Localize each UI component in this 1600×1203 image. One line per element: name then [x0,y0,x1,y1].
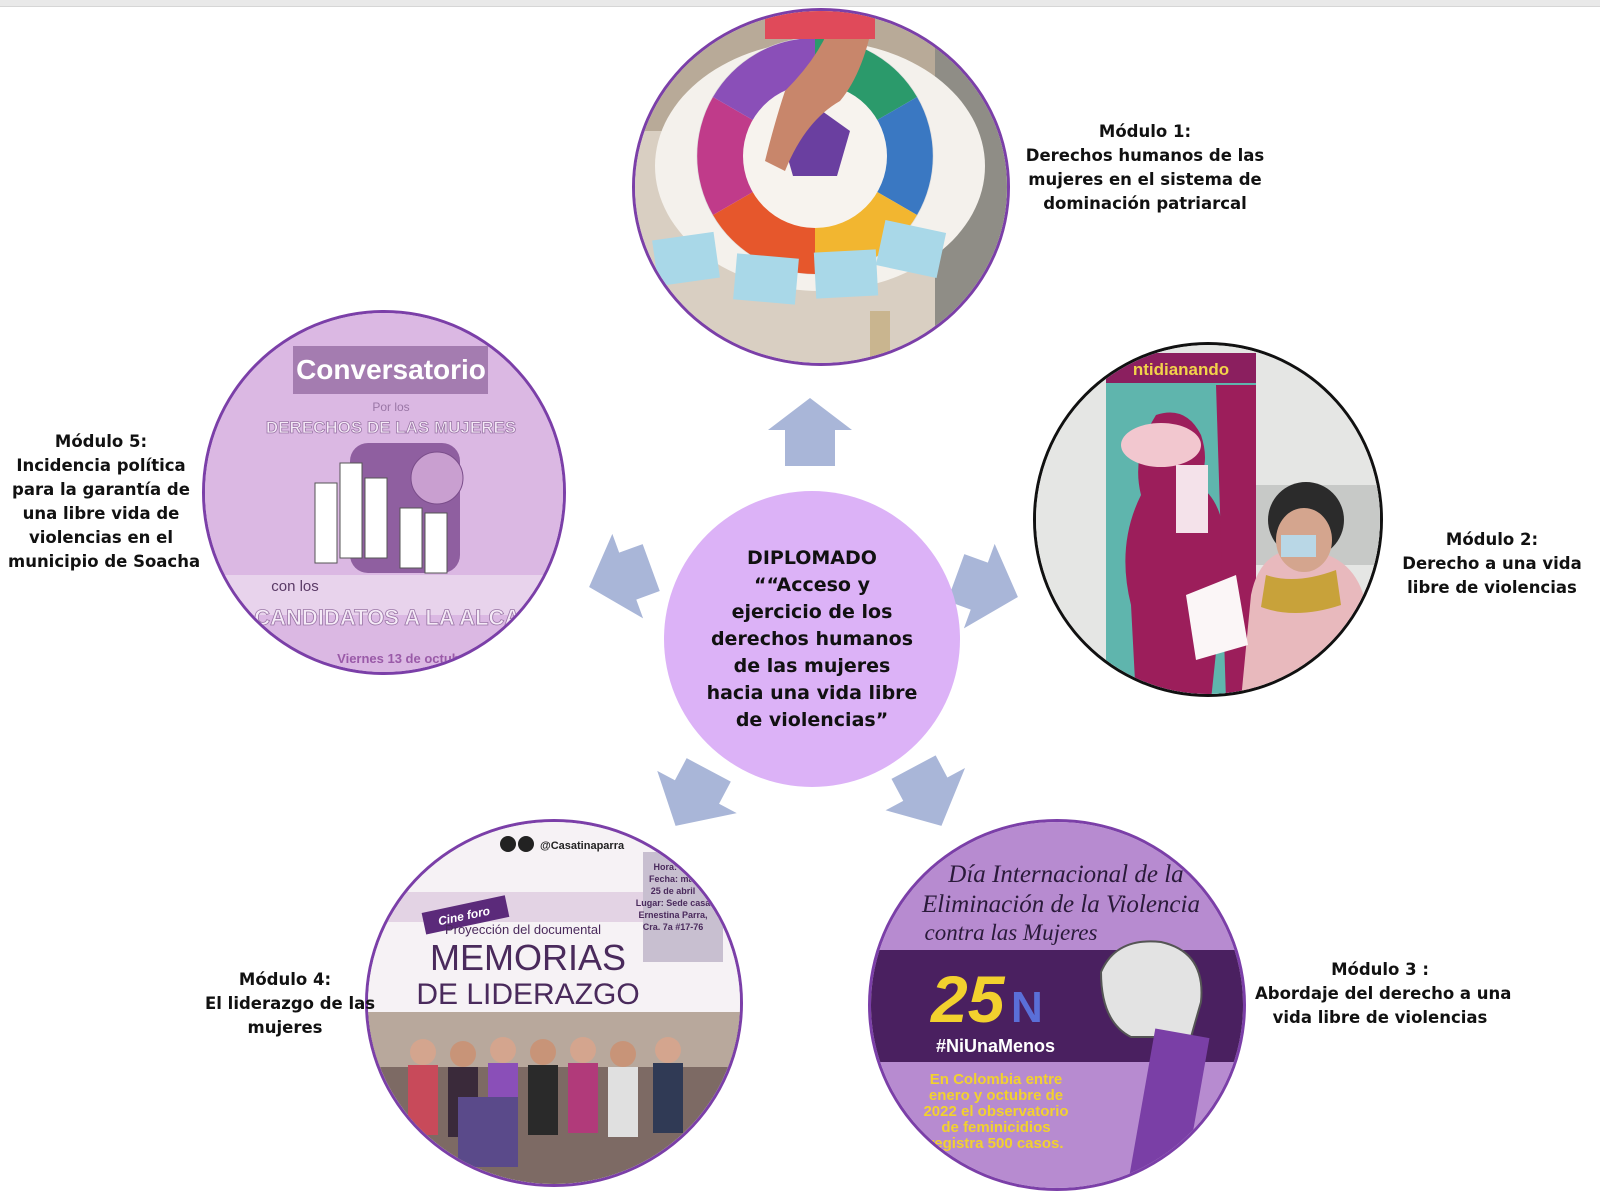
center-line: de las mujeres [733,654,891,677]
poster-memorias: MEMORIAS [430,937,626,978]
module-1-line: dominación patriarcal [1043,194,1247,213]
poster-info-line: Lugar: Sede casa [636,898,712,908]
poster-25n-foot-line: de feminicidios [941,1119,1050,1136]
center-line: de violencias” [735,708,889,731]
poster-handle: @Casatinaparra [540,840,625,852]
center-line: hacia una vida libre [706,681,918,704]
module-5-line: una libre vida de [22,504,180,523]
module-2-photo: ntidianando [1033,342,1383,697]
board-game-image [635,11,1007,363]
arrow-up [768,398,852,466]
module-1-line: mujeres en el sistema de [1028,170,1262,189]
module-1-line: Derechos humanos de las [1025,146,1265,165]
module-5-line: municipio de Soacha [8,552,201,571]
arrow-down-left [657,758,737,826]
center-line: DIPLOMADO [747,546,877,569]
center-circle: DIPLOMADO ““Acceso y ejercicio de los de… [664,491,960,787]
poster-info-line: Hora: 2:0 [653,862,692,872]
poster-25n-hashtag: #NiUnaMenos [936,1036,1055,1056]
module-5-label: Módulo 5: Incidencia política para la ga… [8,430,201,574]
poster-25n-image: Día Internacional de la Eliminación de l… [871,822,1243,1188]
module-4-label: Módulo 4: El liderazgo de las mujeres [205,968,376,1040]
center-line: ejercicio de los [731,600,893,623]
banner-title: ntidianando [1133,360,1229,379]
arrow-right [947,543,1018,629]
module-5-title: Módulo 5: [54,432,148,451]
poster-conversatorio: Conversatorio [296,354,486,385]
poster-info-line: Ernestina Parra, [638,910,707,920]
poster-25n-letter: N [1011,983,1043,1032]
poster-25n-number: 25 [929,962,1006,1036]
center-line: derechos humanos [710,627,914,650]
arrow-down-right [885,755,966,826]
poster-25n-foot-line: 2022 el observatorio [923,1103,1068,1120]
module-3-title: Módulo 3 : [1331,960,1429,979]
module-2-line: Derecho a una vida [1402,554,1582,573]
poster-25n-line3: contra las Mujeres [925,920,1098,945]
module-5-line: Incidencia política [16,456,186,475]
module-3-photo: Día Internacional de la Eliminación de l… [868,819,1246,1191]
top-bar [0,0,1600,7]
module-3-line: vida libre de violencias [1272,1008,1488,1027]
cine-foro-poster-image: @Casatinaparra Hora: 2:0 Fecha: mar 25 d… [368,822,740,1184]
module-5-line: para la garantía de [12,480,190,499]
module-2-line: libre de violencias [1407,578,1577,597]
poster-info-line: Cra. 7a #17-76 [643,922,704,932]
poster-25n-line1: Día Internacional de la [947,861,1183,888]
module-1-title: Módulo 1: [1098,122,1192,141]
module-2-title: Módulo 2: [1445,530,1539,549]
module-2-label: Módulo 2: Derecho a una vida libre de vi… [1400,528,1584,600]
poster-info-line: 25 de abril [651,886,696,896]
poster-25n-foot-line: En Colombia entre [930,1071,1063,1088]
module-1-photo [632,8,1010,366]
module-3-line: Abordaje del derecho a una [1255,984,1512,1003]
module-4-title: Módulo 4: [238,970,332,989]
poster-25n-foot-line: enero y octubre de [929,1087,1063,1104]
module-4-line: El liderazgo de las [205,994,376,1013]
module-5-line: violencias en el [28,528,173,547]
center-line: ““Acceso y [753,573,870,596]
poster-por-los: Por los [372,400,409,414]
module-1-label: Módulo 1: Derechos humanos de las mujere… [1025,120,1265,216]
banner-reading-image: ntidianando [1036,345,1380,694]
poster-derechos: DERECHOS DE LAS MUJERES [266,418,516,437]
poster-25n-line2: Eliminación de la Violencia [921,891,1200,918]
poster-con-los: con los [271,578,319,595]
conversatorio-poster-image: Conversatorio Por los DERECHOS DE LAS MU… [205,313,563,672]
module-5-photo: Conversatorio Por los DERECHOS DE LAS MU… [202,310,566,675]
poster-liderazgo: DE LIDERAZGO [416,978,639,1011]
arrow-left [589,533,660,619]
module-4-photo: @Casatinaparra Hora: 2:0 Fecha: mar 25 d… [365,819,743,1187]
poster-proyeccion: Proyección del documental [445,922,601,937]
poster-info-line: Fecha: mar [649,874,698,884]
center-title: DIPLOMADO ““Acceso y ejercicio de los de… [702,545,922,734]
module-4-line: mujeres [247,1018,323,1037]
poster-25n-foot-line: registra 500 casos. [928,1135,1063,1152]
module-3-label: Módulo 3 : Abordaje del derecho a una vi… [1255,958,1512,1030]
